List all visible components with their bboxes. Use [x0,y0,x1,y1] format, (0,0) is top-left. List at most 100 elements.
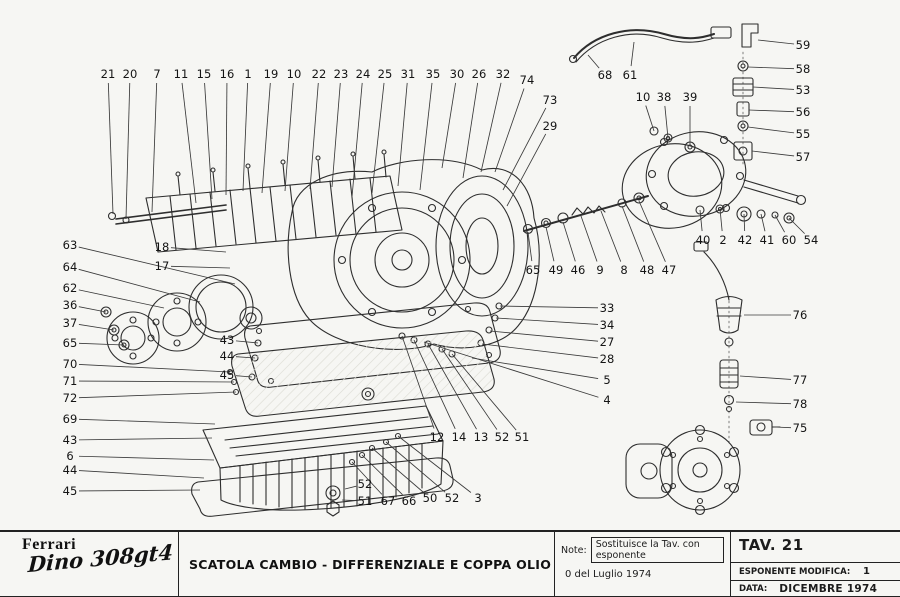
callout-69: 69 [62,412,78,426]
callout-37: 37 [62,316,78,330]
callout-29: 29 [542,119,558,133]
callout-18: 18 [154,240,170,254]
date-label: DATA: [739,583,768,594]
callout-51: 51 [514,430,530,444]
callout-28: 28 [599,352,615,366]
callout-76: 76 [792,308,808,322]
callout-59: 59 [795,38,811,52]
drawing-title: SCATOLA CAMBIO - DIFFERENZIALE E COPPA O… [189,556,552,572]
callout-60: 60 [781,233,797,247]
rear-end-cover [625,424,741,516]
note-label: Note: [561,544,587,556]
callout-30: 30 [449,67,465,81]
callout-14: 14 [451,430,467,444]
callout-21: 21 [100,67,116,81]
speedometer-cable [568,23,759,167]
callout-64: 64 [62,260,78,274]
callout-9: 9 [596,263,604,277]
note-exponent-line: 0 del Luglio 1974 [565,569,652,580]
gearbox-top-casing [107,149,403,253]
callout-63: 63 [62,238,78,252]
callout-68: 68 [597,68,613,82]
callout-11: 11 [173,67,189,81]
callout-4: 4 [603,393,611,407]
callout-48: 48 [639,263,655,277]
callout-58: 58 [795,62,811,76]
callout-54: 54 [803,233,819,247]
callout-20: 20 [122,67,138,81]
note-cell: Note: Sostituisce la Tav. con esponente … [554,532,730,596]
callout-67: 67 [380,494,396,508]
callout-65: 65 [62,336,78,350]
callout-44: 44 [62,463,78,477]
callout-70: 70 [62,357,78,371]
date-row: DATA: DICEMBRE 1974 [731,581,900,596]
callout-33: 33 [599,301,615,315]
callout-45: 45 [219,368,235,382]
callout-74: 74 [519,73,535,87]
title-block: Ferrari Dino 308gt4 SCATOLA CAMBIO - DIF… [0,530,900,597]
callout-75: 75 [792,421,808,435]
callout-35: 35 [425,67,441,81]
leader-lines [78,39,805,502]
callout-1: 1 [244,67,252,81]
tav-cell: TAV. 21 ESPONENTE MODIFICA: 1 DATA: DICE… [730,532,900,596]
callout-7: 7 [153,67,161,81]
drive-flanges [100,274,263,365]
callout-50: 50 [422,491,438,505]
callout-61: 61 [622,68,638,82]
callout-52: 52 [444,491,460,505]
callout-45: 45 [62,484,78,498]
callout-40: 40 [695,233,711,247]
callout-43: 43 [219,333,235,347]
callout-38: 38 [656,90,672,104]
callout-55: 55 [795,127,811,141]
callout-71: 71 [62,374,78,388]
esponente-value: 1 [863,566,870,577]
callout-36: 36 [62,298,78,312]
callout-52: 52 [494,430,510,444]
title-cell: SCATOLA CAMBIO - DIFFERENZIALE E COPPA O… [178,532,554,596]
callout-16: 16 [219,67,235,81]
callout-34: 34 [599,318,615,332]
callout-57: 57 [795,150,811,164]
tav-number: TAV. 21 [731,532,900,563]
callout-2: 2 [719,233,727,247]
date-value: DICEMBRE 1974 [779,582,878,595]
callout-43: 43 [62,433,78,447]
callout-8: 8 [620,263,628,277]
callout-56: 56 [795,105,811,119]
callout-46: 46 [570,263,586,277]
callout-5: 5 [603,373,611,387]
callout-25: 25 [377,67,393,81]
callout-65: 65 [525,263,541,277]
callout-15: 15 [196,67,212,81]
callout-66: 66 [401,494,417,508]
callout-10: 10 [286,67,302,81]
callout-12: 12 [429,430,445,444]
callout-77: 77 [792,373,808,387]
callout-47: 47 [661,263,677,277]
callout-52: 52 [357,477,373,491]
callout-32: 32 [495,67,511,81]
callout-72: 72 [62,391,78,405]
differential-housing [287,159,540,358]
ferrari-wordmark: Ferrari [22,536,77,553]
callout-62: 62 [62,281,78,295]
callout-44: 44 [219,349,235,363]
callout-39: 39 [682,90,698,104]
callout-10: 10 [635,90,651,104]
callout-3: 3 [474,491,482,505]
esponente-label: ESPONENTE MODIFICA: [739,566,851,577]
oil-pressure-sender [693,241,781,445]
callout-24: 24 [355,67,371,81]
callout-73: 73 [542,93,558,107]
callout-42: 42 [737,233,753,247]
callout-41: 41 [759,233,775,247]
callout-6: 6 [66,449,74,463]
callout-78: 78 [792,397,808,411]
callout-31: 31 [400,67,416,81]
callout-51: 51 [357,494,373,508]
